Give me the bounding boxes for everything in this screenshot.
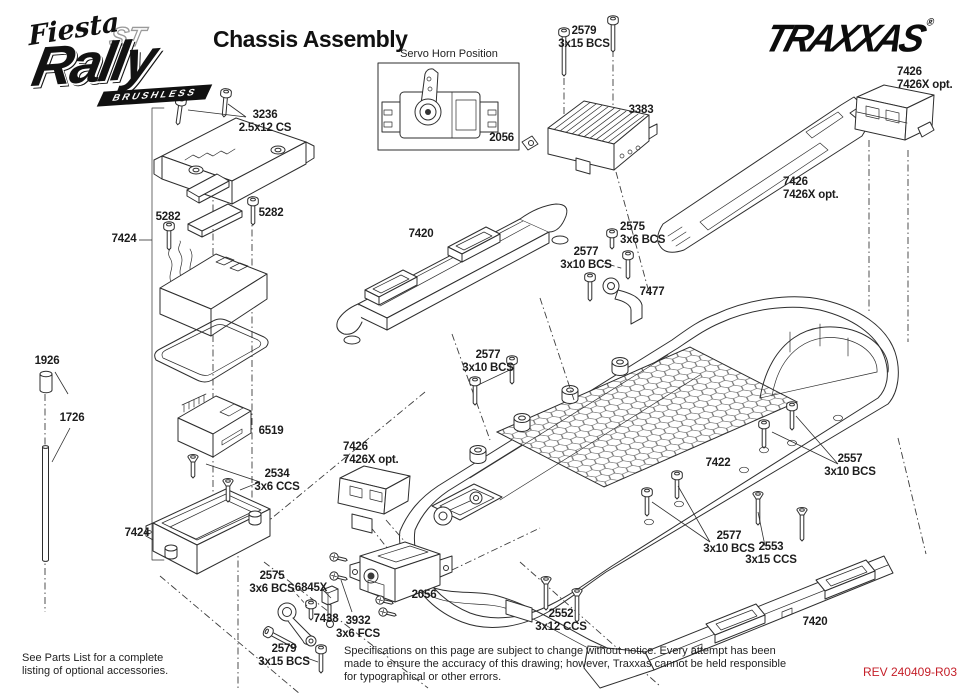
part-label-5282-left: 5282 <box>155 211 181 223</box>
antenna-parts <box>39 370 53 562</box>
traxxas-logo: TRAXXAS® <box>760 17 936 61</box>
part-label-5282-right: 5282 <box>258 207 284 219</box>
part-label-2056: 2056 <box>411 589 437 601</box>
leader-lines <box>51 103 839 663</box>
part-label-7426-clip-right: 7426 7426X opt. <box>897 66 953 91</box>
esc-3383 <box>521 100 658 175</box>
part-label-7424-bracket: 7424 <box>111 233 137 245</box>
inset-caption: Servo Horn Position <box>400 48 498 60</box>
part-label-7422: 7422 <box>705 457 731 469</box>
chassis-7422 <box>399 296 899 655</box>
part-label-3236: 3236 2.5x12 CS <box>238 109 292 134</box>
part-label-2575-servo: 2575 3x6 BCS <box>249 570 295 595</box>
part-label-7438: 7438 <box>313 613 339 625</box>
part-label-2577-mount: 2577 3x10 BCS <box>560 246 612 271</box>
part-label-2056-inset: 2056 <box>489 132 514 144</box>
part-label-7420-front: 7420 <box>408 228 434 240</box>
part-label-2557: 2557 3x10 BCS <box>824 453 876 478</box>
battery-clip-7426-right <box>854 84 935 141</box>
part-label-1726: 1726 <box>59 412 85 424</box>
part-label-2579-servo: 2579 3x15 BCS <box>258 643 310 668</box>
part-label-3383: 3383 <box>628 104 654 116</box>
part-label-3932: 3932 3x6 FCS <box>336 615 380 640</box>
front-bumper-mount-7420 <box>336 203 569 345</box>
part-label-6845x: 6845X <box>294 582 328 594</box>
part-label-2579-esc: 2579 3x15 BCS <box>558 25 610 50</box>
page-title: Chassis Assembly <box>213 26 408 52</box>
part-label-2534: 2534 3x6 CCS <box>254 468 300 493</box>
rear-bumper-7420 <box>583 555 894 689</box>
part-label-7426-strap: 7426 7426X opt. <box>783 176 839 201</box>
steering-servo-2056 <box>349 541 453 603</box>
part-label-2553: 2553 3x15 CCS <box>745 541 797 566</box>
part-label-7477: 7477 <box>639 286 665 298</box>
parts-list-note: See Parts List for a complete listing of… <box>22 652 169 677</box>
servo-horn-7438 <box>277 602 317 647</box>
battery-strap-7426 <box>657 96 869 253</box>
part-label-2577-center: 2577 3x10 BCS <box>462 349 514 374</box>
part-label-2577-rear: 2577 3x10 BCS <box>703 530 755 555</box>
battery-clip-7426-left <box>337 465 411 534</box>
part-label-1926: 1926 <box>34 355 60 367</box>
part-label-2552: 2552 3x12 CCS <box>535 608 587 633</box>
servo-mount-7477 <box>602 277 643 325</box>
servo-horn-inset <box>377 62 520 151</box>
disclaimer-note: Specifications on this page are subject … <box>344 645 787 683</box>
traxxas-logo-text: TRAXXAS <box>759 16 929 60</box>
part-label-2575-mount: 2575 3x6 BCS <box>620 221 666 246</box>
product-logo: ST Fiesta Rally BRUSHLESS <box>18 7 228 108</box>
part-label-6519: 6519 <box>258 425 284 437</box>
part-label-7424-box: 7424 <box>124 527 150 539</box>
receiver-box-group <box>145 107 315 575</box>
part-label-7426-clip-left: 7426 7426X opt. <box>343 441 399 466</box>
servo-linkage-6845x <box>321 585 339 628</box>
revision-number: REV 240409-R03 <box>862 665 957 679</box>
part-label-7420-rear: 7420 <box>802 616 828 628</box>
logo-rally-text: Rally <box>27 26 160 99</box>
